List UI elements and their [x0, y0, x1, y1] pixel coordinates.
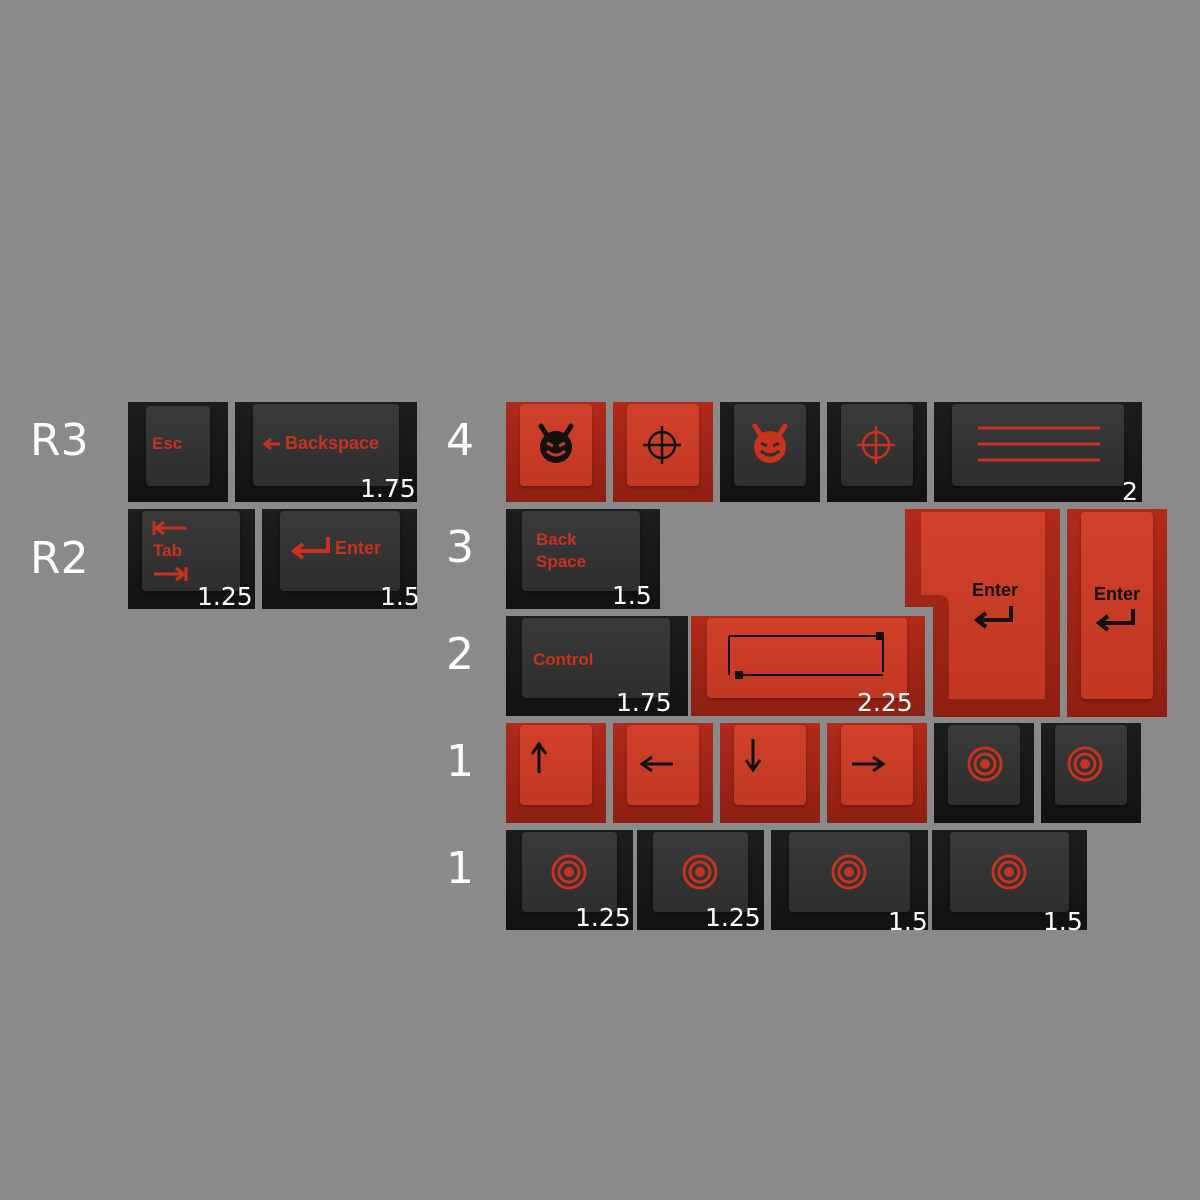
tab-arrows-icon [152, 520, 188, 582]
tab-key[interactable]: Tab [128, 509, 255, 609]
row-label-2: 2 [446, 629, 474, 680]
size-mod-1: 1.25 [575, 903, 631, 932]
iso-enter-key[interactable]: Enter [905, 509, 1060, 717]
return-arrow-icon [290, 537, 330, 560]
iso-enter-label: Enter [972, 580, 1019, 600]
back-space-label-line2: Space [536, 552, 587, 571]
size-tab: 1.25 [197, 582, 253, 611]
esc-key[interactable]: Esc [128, 402, 228, 502]
control-label: Control [533, 650, 594, 669]
arrow-down-icon [744, 739, 762, 773]
arrow-left-icon [262, 437, 280, 451]
row-label-4: 4 [446, 415, 474, 466]
row-label-3: 3 [446, 522, 474, 573]
devil-face-icon [538, 423, 574, 463]
backspace-key[interactable]: Backspace [235, 402, 417, 502]
mod-key-1[interactable] [506, 830, 633, 930]
target-rings-icon [967, 746, 1003, 782]
bracket-key[interactable] [691, 616, 925, 716]
arrow-left-icon [639, 755, 673, 773]
row-label-1-mods: 1 [446, 843, 474, 894]
arrow-left-key[interactable] [613, 723, 713, 823]
target-rings-icon [551, 854, 587, 890]
row-label-r2: R2 [30, 533, 89, 584]
size-mod-4: 1.5 [1043, 907, 1083, 936]
arrow-up-icon [530, 741, 548, 773]
three-lines-icon [978, 426, 1100, 462]
size-lines-key: 2 [1122, 477, 1138, 506]
crosshair-icon [643, 426, 681, 464]
size-back-space: 1.5 [612, 581, 652, 610]
size-mod-3: 1.5 [888, 907, 928, 936]
crosshair-key-black[interactable] [827, 402, 927, 502]
back-space-label-line1: Back [536, 530, 577, 549]
backspace-label: Backspace [285, 433, 380, 453]
devil-key-red[interactable] [506, 402, 606, 502]
esc-label: Esc [152, 434, 183, 453]
size-mod-2: 1.25 [705, 903, 761, 932]
arrow-right-key[interactable] [827, 723, 927, 823]
mod-key-4[interactable] [932, 830, 1087, 930]
row-label-r3: R3 [30, 415, 89, 466]
enter-key-r2[interactable]: Enter [262, 509, 417, 609]
target-rings-icon [831, 854, 867, 890]
tall-enter-key[interactable]: Enter [1067, 509, 1167, 717]
return-arrow-icon [1095, 609, 1135, 632]
tall-enter-label: Enter [1094, 584, 1141, 604]
size-control: 1.75 [616, 688, 672, 717]
tab-label: Tab [153, 541, 182, 560]
devil-key-black[interactable] [720, 402, 820, 502]
return-arrow-icon [973, 606, 1013, 629]
target-rings-icon [991, 854, 1027, 890]
crosshair-key-red[interactable] [613, 402, 713, 502]
target-rings-icon [682, 854, 718, 890]
back-space-key[interactable]: Back Space [506, 509, 660, 609]
devil-face-icon [752, 423, 788, 463]
crosshair-icon [857, 426, 895, 464]
mod-key-3[interactable] [771, 830, 928, 930]
target-rings-icon [1067, 746, 1103, 782]
enter-r2-label: Enter [335, 538, 382, 558]
arrow-right-icon [852, 755, 886, 773]
mod-key-2[interactable] [637, 830, 764, 930]
target-key-2[interactable] [1041, 723, 1141, 823]
size-backspace: 1.75 [360, 474, 416, 503]
size-bracket-key: 2.25 [857, 688, 913, 717]
control-key[interactable]: Control [506, 616, 688, 716]
lines-key[interactable] [934, 402, 1142, 502]
size-enter-r2: 1.5 [380, 582, 420, 611]
iso-enter-shape [905, 509, 1060, 717]
arrow-down-key[interactable] [720, 723, 820, 823]
arrow-up-key[interactable] [506, 723, 606, 823]
row-label-1: 1 [446, 736, 474, 787]
target-key-1[interactable] [934, 723, 1034, 823]
bracket-frame-icon [728, 632, 884, 679]
